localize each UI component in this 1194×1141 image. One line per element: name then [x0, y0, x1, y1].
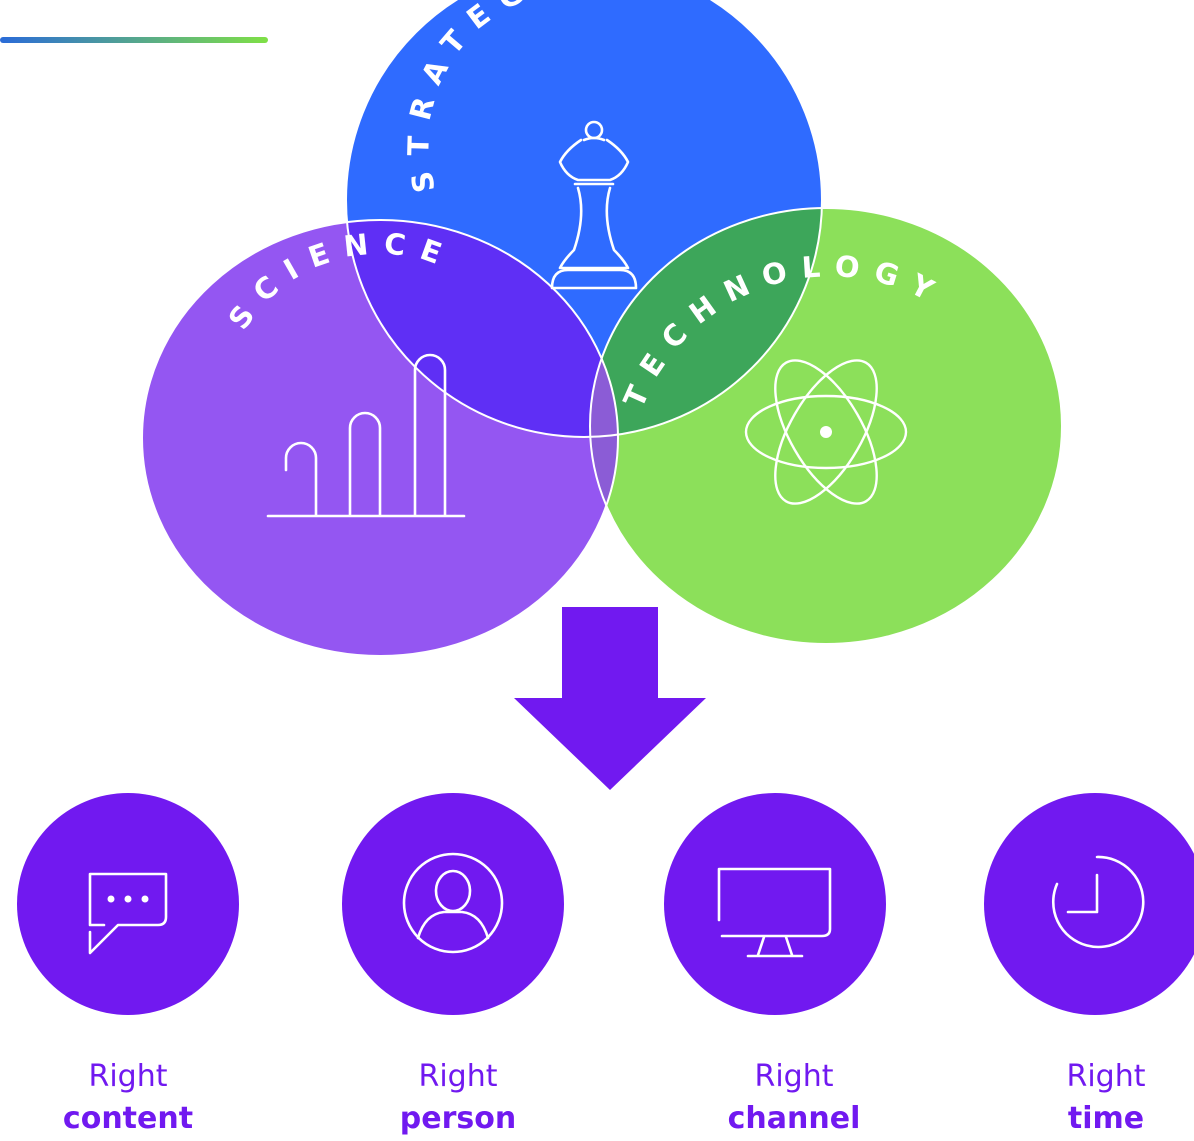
outcome-content-line1: Right [89, 1059, 168, 1094]
top-accent-bar [0, 37, 268, 43]
monitor-icon [717, 867, 832, 958]
outcome-time: Right time [984, 793, 1194, 1136]
bar-chart-icon [266, 353, 466, 518]
outcome-person-line2: person [400, 1101, 516, 1136]
outcome-circle [664, 793, 886, 1015]
clock-icon [1051, 855, 1145, 949]
outcome-person-line1: Right [419, 1059, 498, 1094]
outcome-channel-line1: Right [755, 1059, 834, 1094]
atom-icon [744, 359, 908, 505]
chat-bubble-icon [88, 872, 168, 955]
chess-queen-icon [550, 120, 638, 290]
outcome-content-line2: content [63, 1101, 193, 1136]
user-profile-icon [402, 852, 504, 954]
outcome-time-line2: time [1068, 1101, 1144, 1136]
strategy-technology-overlap [590, 208, 822, 437]
outcome-time-line1: Right [1067, 1059, 1146, 1094]
outcome-circle [984, 793, 1194, 1015]
outcome-circle [342, 793, 564, 1015]
venn-circles [141, 0, 1063, 657]
outcome-circle [17, 793, 239, 1015]
down-arrow-icon [514, 607, 706, 790]
outcome-content: Right content [17, 793, 239, 1136]
strategy-science-overlap [346, 220, 618, 437]
outcome-person: Right person [342, 793, 564, 1136]
outcome-channel: Right channel [664, 793, 886, 1136]
outcome-channel-line2: channel [728, 1101, 861, 1136]
